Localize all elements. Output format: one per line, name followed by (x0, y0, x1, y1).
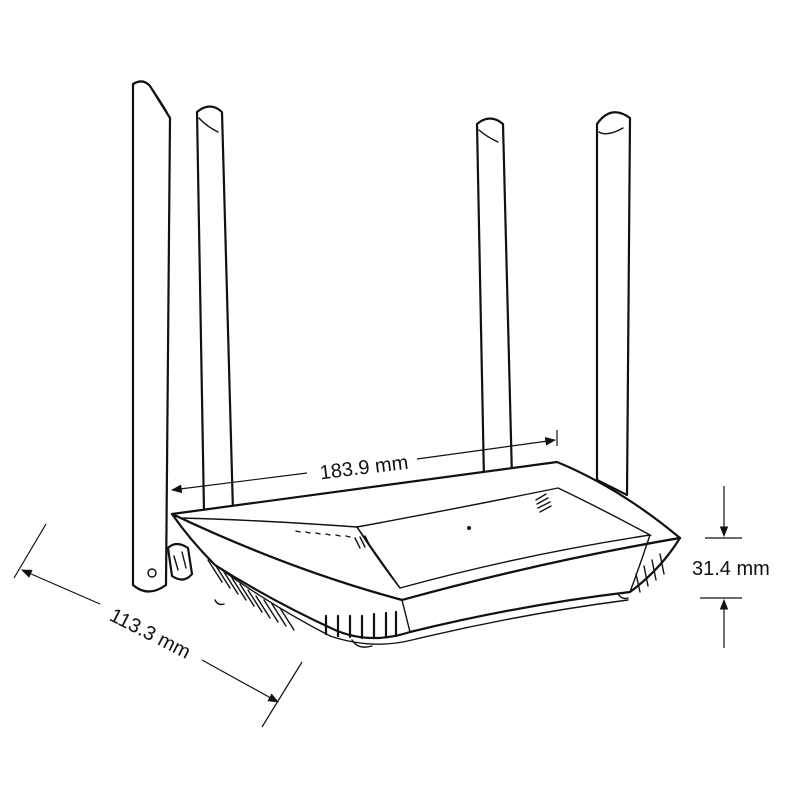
antenna-back-center (475, 117, 514, 482)
router-body (170, 460, 682, 648)
side-grille-left (207, 559, 295, 631)
dimension-width (170, 430, 558, 494)
dimension-depth (13, 523, 303, 728)
front-vent-slots (324, 610, 398, 640)
antenna-front-left (131, 80, 172, 593)
dimension-height (700, 486, 742, 648)
top-vent-left (354, 535, 371, 549)
led-indicators (295, 530, 351, 538)
side-connector (166, 542, 194, 581)
side-grille-right (635, 553, 665, 593)
dimension-depth-label: 113.3 mm (106, 604, 194, 663)
dimension-height-label: 31.4 mm (692, 558, 770, 580)
top-vent-right (535, 493, 552, 513)
router-front-face (170, 512, 682, 640)
antenna-hinge-hole (147, 568, 157, 578)
router-top-panel (355, 487, 653, 589)
logo-dot (467, 526, 471, 530)
antenna-back-right (595, 111, 632, 497)
dimension-width-label: 183.9 mm (319, 452, 410, 485)
antenna-back-left (195, 105, 235, 514)
